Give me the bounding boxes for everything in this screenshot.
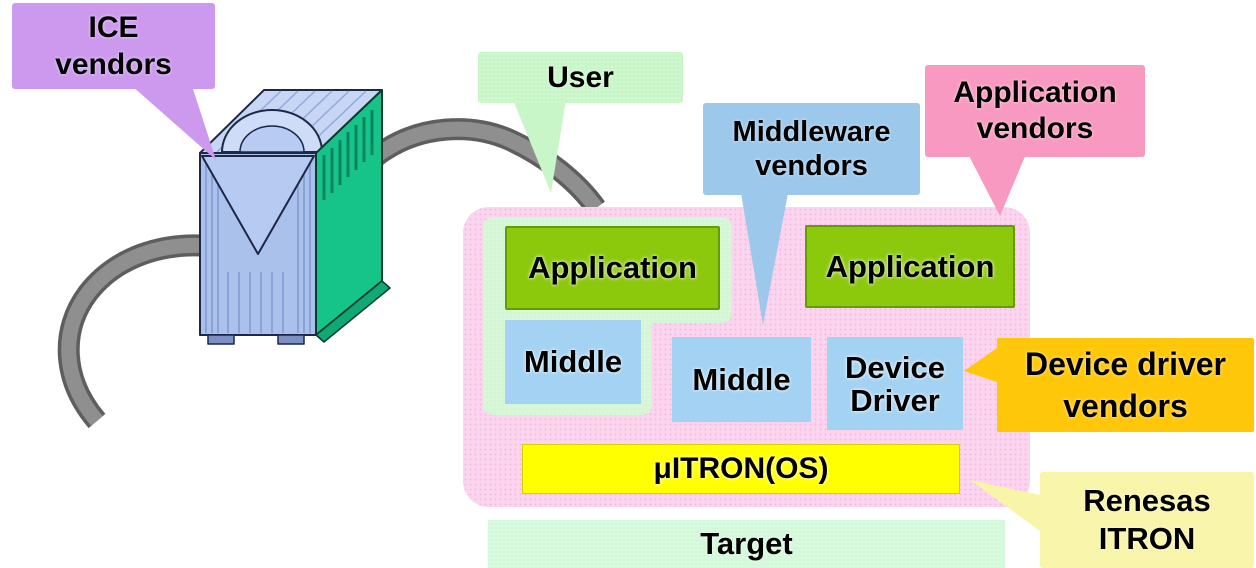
ice-emulator-illustration xyxy=(199,89,391,345)
ice-vendors-label-line1: ICE xyxy=(88,11,139,44)
renesas-itron-label-line2: ITRON xyxy=(1098,521,1196,556)
application-box-right: Application xyxy=(805,225,1015,308)
target-board-bar: Target xyxy=(488,520,1005,568)
application-box-left-label: Application xyxy=(528,250,697,285)
renesas-itron-label-line1: Renesas xyxy=(1083,483,1211,518)
device-driver-box-line1: Device xyxy=(845,349,945,385)
middleware-vendors-bubble: Middleware vendors xyxy=(703,103,920,195)
ice-vendors-bubble-tail xyxy=(132,86,216,160)
ice-vendors-bubble: ICE vendors xyxy=(12,3,215,89)
middle-box-center: Middle xyxy=(672,337,811,422)
target-system-panel: Application Middle Middle Application De… xyxy=(463,207,1030,507)
middleware-vendors-label-line2: vendors xyxy=(755,150,868,182)
application-vendors-label-line2: vendors xyxy=(976,112,1094,145)
middle-box-center-label: Middle xyxy=(692,361,791,397)
application-box-right-label: Application xyxy=(825,248,995,284)
user-bubble-tail xyxy=(513,100,566,193)
middle-box-left: Middle xyxy=(505,320,641,404)
device-driver-box: Device Driver xyxy=(827,337,963,430)
middle-box-left-label: Middle xyxy=(523,344,623,379)
application-vendors-label-line1: Application xyxy=(953,76,1117,109)
renesas-itron-bubble: Renesas ITRON xyxy=(1040,472,1254,568)
application-box-left: Application xyxy=(505,226,720,310)
device-driver-vendors-label-line2: vendors xyxy=(1063,388,1188,424)
application-vendors-bubble: Application vendors xyxy=(925,65,1145,157)
middleware-vendors-label-line1: Middleware xyxy=(732,116,891,148)
user-label: User xyxy=(547,60,614,94)
ice-vendors-label-line2: vendors xyxy=(55,48,172,81)
uitron-os-bar: μITRON(OS) xyxy=(522,444,960,494)
device-driver-box-line2: Driver xyxy=(850,382,940,418)
device-driver-vendors-label-line1: Device driver xyxy=(1024,346,1226,382)
device-driver-vendors-bubble: Device driver vendors xyxy=(997,338,1254,432)
user-bubble: User xyxy=(478,52,683,103)
uitron-os-label: μITRON(OS) xyxy=(653,452,829,485)
target-board-label: Target xyxy=(700,526,793,561)
